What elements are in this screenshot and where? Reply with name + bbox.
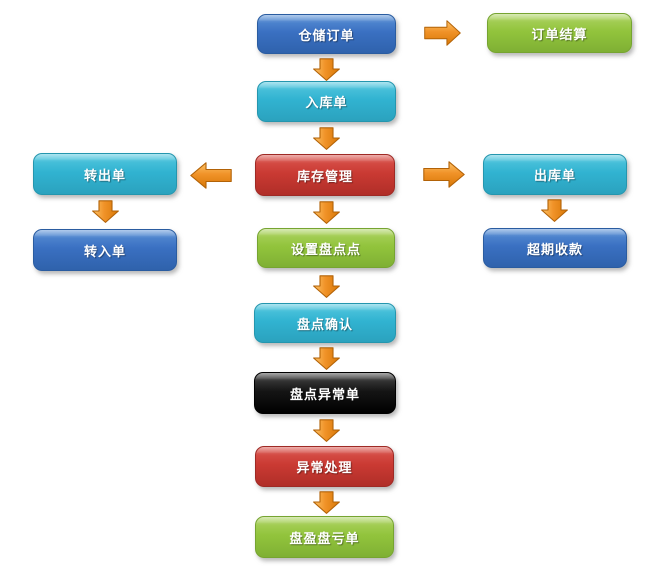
arrow-down-icon bbox=[541, 199, 568, 222]
node-inventory-management-label: 库存管理 bbox=[296, 169, 353, 185]
arrow-down-icon bbox=[313, 127, 340, 150]
node-transfer-in-order-label: 转入单 bbox=[83, 244, 126, 260]
node-overdue-collection: 超期收款 bbox=[483, 228, 627, 268]
arrow-down-icon bbox=[313, 419, 340, 442]
node-exception-handling-label: 异常处理 bbox=[296, 461, 353, 476]
node-warehouse-order: 仓储订单 bbox=[257, 14, 396, 54]
node-outbound-order-label: 出库单 bbox=[533, 169, 576, 184]
arrow-down-icon bbox=[313, 491, 340, 514]
node-inventory-management: 库存管理 bbox=[255, 154, 395, 196]
node-overdue-collection-label: 超期收款 bbox=[526, 242, 583, 258]
node-stocktake-exception-order-label: 盘点异常单 bbox=[289, 387, 360, 403]
arrow-right-icon bbox=[424, 20, 461, 46]
arrow-down-icon bbox=[313, 347, 340, 370]
node-set-stocktake-points: 设置盘点点 bbox=[257, 228, 395, 268]
arrow-down-icon bbox=[313, 201, 340, 224]
arrow-down-icon bbox=[92, 200, 119, 223]
node-warehouse-order-label: 仓储订单 bbox=[298, 28, 355, 44]
node-stocktake-exception-order: 盘点异常单 bbox=[254, 372, 396, 414]
node-inventory-gain-loss-order: 盘盈盘亏单 bbox=[255, 516, 394, 558]
node-stocktake-confirmation-label: 盘点确认 bbox=[296, 317, 353, 333]
node-transfer-in-order: 转入单 bbox=[33, 229, 177, 271]
node-order-settlement-label: 订单结算 bbox=[531, 27, 588, 43]
arrow-right-icon bbox=[423, 161, 465, 188]
arrow-left-icon bbox=[190, 162, 232, 189]
arrow-down-icon bbox=[313, 58, 340, 81]
node-transfer-out-order: 转出单 bbox=[33, 153, 177, 195]
node-stocktake-confirmation: 盘点确认 bbox=[254, 303, 396, 343]
node-set-stocktake-points-label: 设置盘点点 bbox=[290, 242, 361, 258]
node-exception-handling: 异常处理 bbox=[255, 446, 394, 487]
node-inbound-order: 入库单 bbox=[257, 81, 396, 122]
node-order-settlement: 订单结算 bbox=[487, 13, 632, 53]
arrow-down-icon bbox=[313, 275, 340, 298]
node-outbound-order: 出库单 bbox=[483, 154, 627, 195]
node-inventory-gain-loss-order-label: 盘盈盘亏单 bbox=[289, 531, 360, 547]
node-inbound-order-label: 入库单 bbox=[305, 96, 348, 111]
node-transfer-out-order-label: 转出单 bbox=[83, 168, 126, 184]
